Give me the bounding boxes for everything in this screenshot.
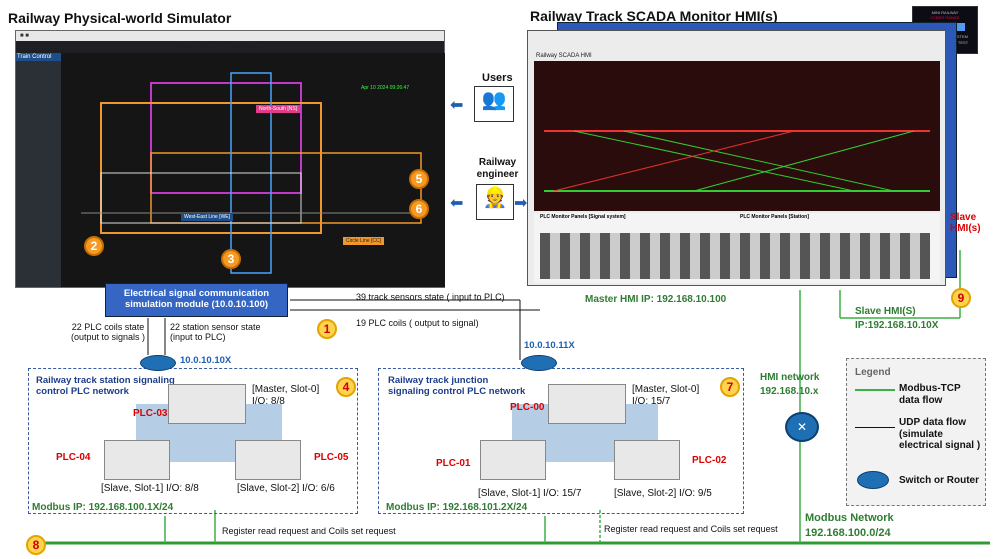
- junction-slave2-plc: [614, 440, 680, 480]
- station-router-ip: 10.0.10.10X: [180, 355, 232, 366]
- junction-master-name: PLC-00: [510, 402, 545, 413]
- station-slave1-info: [Slave, Slot-1] I/O: 8/8: [101, 483, 199, 494]
- modbus-network-label: Modbus Network: [805, 512, 894, 524]
- marker-2: 2: [84, 236, 104, 256]
- hmi-track-svg: [544, 130, 930, 192]
- marker-8: 8: [26, 535, 46, 555]
- station-sensor-label: 22 station sensor state (input to PLC): [170, 322, 261, 343]
- slave-hmi-side-label: Slave HMI(s): [950, 212, 981, 234]
- hmi-plc-panels: PLC Monitor Panels [Signal system] PLC M…: [534, 213, 940, 283]
- station-modbus-ip: Modbus IP: 192.168.100.1X/24: [32, 502, 174, 513]
- modbus-network-ip: 192.168.100.0/24: [805, 527, 891, 539]
- station-slave2-plc: [235, 440, 301, 480]
- junction-router-ip: 10.0.10.11X: [524, 340, 575, 351]
- hmi-network-label: HMI network: [760, 372, 820, 383]
- engineer-icon: 👷: [476, 184, 514, 220]
- station-slave2-name: PLC-05: [314, 452, 349, 463]
- junction-modbus-ip: Modbus IP: 192.168.101.2X/24: [386, 502, 528, 513]
- station-group-title: Railway track station signaling control …: [36, 375, 175, 397]
- junction-router-icon: [521, 355, 557, 371]
- udp-arrow-icon: [855, 427, 895, 428]
- track-map: North-South [NS] West-East Line [WE] Cir…: [61, 53, 445, 287]
- panel-grid: [540, 233, 930, 279]
- line-north-south-label: North-South [NS]: [256, 105, 301, 113]
- station-master-info: [Master, Slot-0] I/O: 8/8: [252, 384, 320, 407]
- scada-title: Railway Track SCADA Monitor HMI(s): [530, 8, 778, 24]
- station-master-name: PLC-03: [133, 408, 168, 419]
- slave-hmi-label: Slave HMI(S): [855, 306, 916, 317]
- master-hmi-window: Railway SCADA HMI PLC Monitor Panels [Si…: [527, 30, 946, 286]
- simulator-date: Apr 10 2024 09:26:47: [361, 85, 410, 91]
- line-west-east-label: West-East Line [WE]: [181, 213, 234, 221]
- marker-9: 9: [951, 288, 971, 308]
- arrow-right-engineer-icon: ➡: [514, 195, 528, 212]
- master-hmi-ip: Master HMI IP: 192.168.10.100: [585, 294, 727, 305]
- junction-slave2-info: [Slave, Slot-2] I/O: 9/5: [614, 488, 712, 499]
- simulator-titlebar: ■ ■: [16, 31, 444, 41]
- junction-slave1-name: PLC-01: [436, 458, 471, 469]
- marker-7: 7: [720, 377, 740, 397]
- station-slave1-name: PLC-04: [56, 452, 91, 463]
- marker-6: 6: [409, 199, 429, 219]
- station-master-plc: [168, 384, 246, 424]
- junction-master-plc: [548, 384, 626, 424]
- marker-4: 4: [336, 377, 356, 397]
- engineer-label: Railway engineer: [476, 157, 519, 180]
- users-icon: 👥: [474, 86, 514, 122]
- legend-udp: UDP data flow (simulate electrical signa…: [899, 417, 981, 451]
- panel-signal-title: PLC Monitor Panels [Signal system]: [540, 214, 626, 220]
- arrow-left-users-icon: ⬅: [450, 97, 464, 114]
- track-sensors-label: 39 track sensors state ( input to PLC): [356, 292, 505, 302]
- junction-slave2-name: PLC-02: [692, 455, 727, 466]
- users-label: Users: [482, 72, 513, 84]
- switch-router-icon: [857, 471, 889, 489]
- junction-slave1-info: [Slave, Slot-1] I/O: 15/7: [478, 488, 582, 499]
- junction-master-info: [Master, Slot-0] I/O: 15/7: [632, 384, 700, 407]
- modbus-arrow-icon: [855, 389, 895, 391]
- plc-coils-state-label: 22 PLC coils state (output to signals ): [70, 322, 146, 343]
- legend-switch: Switch or Router: [899, 475, 980, 486]
- signal-module: Electrical signal communication simulati…: [105, 283, 288, 317]
- hmi-network-ip: 192.168.10.x: [760, 386, 819, 397]
- register-request-label-2: Register read request and Coils set requ…: [604, 524, 778, 534]
- hmi-router-icon: ✕: [785, 412, 819, 442]
- junction-slave1-plc: [480, 440, 546, 480]
- simulator-title: Railway Physical-world Simulator: [8, 10, 232, 26]
- legend-title: Legend: [855, 367, 891, 378]
- marker-3: 3: [221, 249, 241, 269]
- legend: Legend Modbus-TCP data flow UDP data flo…: [846, 358, 986, 506]
- hmi-track-view: [534, 61, 940, 211]
- line-circle-label: Circle Line [CC]: [343, 237, 385, 245]
- junction-group-title: Railway track junction signaling control…: [388, 375, 526, 397]
- plc-coils-label: 19 PLC coils ( output to signal): [356, 318, 479, 328]
- register-request-label-1: Register read request and Coils set requ…: [222, 526, 396, 536]
- station-plc-network: [28, 368, 358, 514]
- station-slave2-info: [Slave, Slot-2] I/O: 6/6: [237, 483, 335, 494]
- station-router-icon: [140, 355, 176, 371]
- train-control-panel[interactable]: Train Control: [16, 53, 61, 287]
- station-slave1-plc: [104, 440, 170, 480]
- marker-5: 5: [409, 169, 429, 189]
- marker-1: 1: [317, 319, 337, 339]
- hmi-title: Railway SCADA HMI: [536, 53, 592, 59]
- simulator-window: ■ ■ RealWorld Metro System Simulator Tra…: [15, 30, 445, 288]
- arrow-left-engineer-icon: ⬅: [450, 195, 464, 212]
- simulator-header: RealWorld Metro System Simulator: [176, 42, 270, 48]
- slave-hmi-ip: IP:192.168.10.10X: [855, 320, 939, 331]
- junction-plc-network: [378, 368, 744, 514]
- panel-station-title: PLC Monitor Panels [Station]: [740, 214, 809, 220]
- legend-modbus: Modbus-TCP data flow: [899, 383, 961, 406]
